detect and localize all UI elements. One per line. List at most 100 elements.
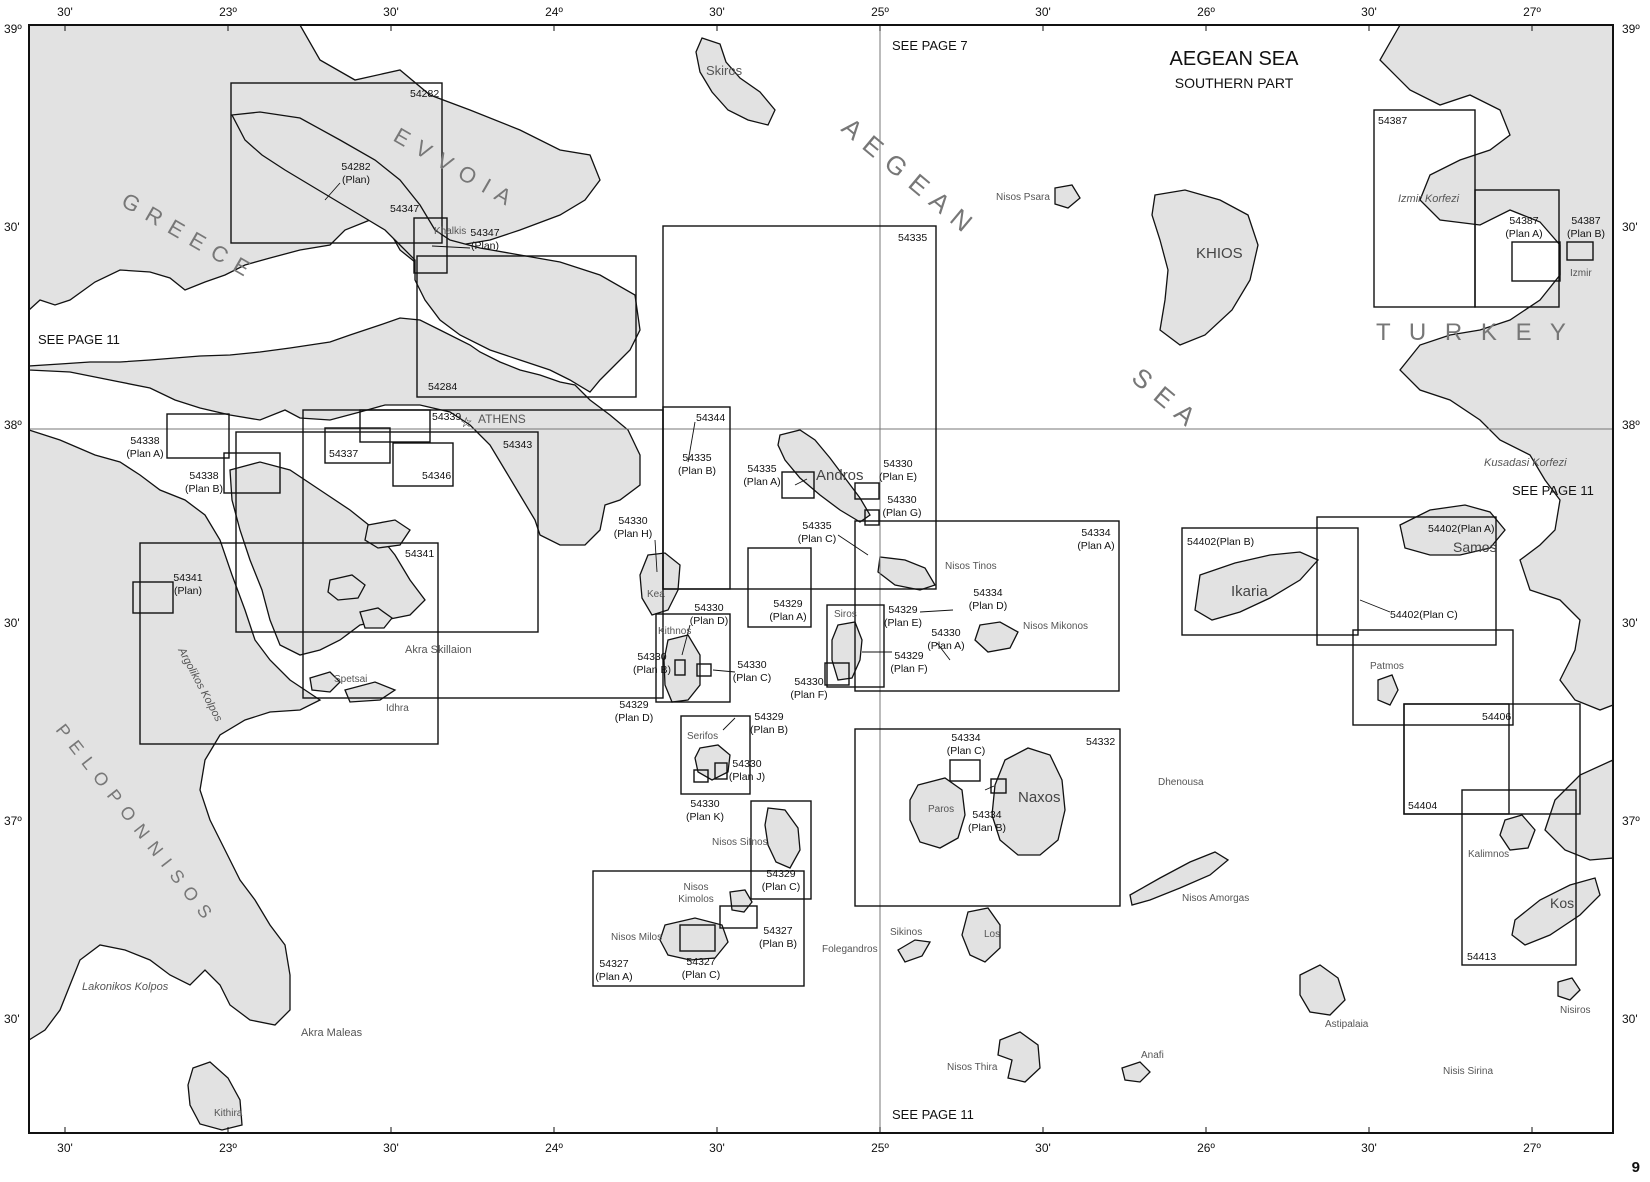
label-54335-planA[interactable]: 54335(Plan A)	[743, 463, 780, 488]
athens-star-icon: ☆	[460, 414, 473, 430]
box-54330-planJ[interactable]	[714, 762, 728, 780]
box-54327-planC[interactable]	[679, 924, 716, 952]
box-54332[interactable]	[854, 728, 1121, 907]
kalimnos-island	[1499, 814, 1536, 851]
label-54330-planK[interactable]: 54330(Plan K)	[686, 798, 724, 823]
label-54334-planD[interactable]: 54334(Plan D)	[969, 587, 1008, 612]
label-54406[interactable]: 54406	[1482, 711, 1511, 723]
label-54330-planF[interactable]: 54330(Plan F)	[790, 676, 827, 701]
box-54347-plan[interactable]	[413, 217, 448, 274]
label-54332[interactable]: 54332	[1086, 736, 1115, 748]
label-54344[interactable]: 54344	[696, 412, 725, 424]
label-54341[interactable]: 54341	[405, 548, 434, 560]
box-54329-planA[interactable]	[747, 547, 812, 628]
box-54327-planB[interactable]	[719, 905, 758, 929]
label-54330-planD[interactable]: 54330(Plan D)	[690, 602, 729, 627]
place-kos: Kos	[1550, 895, 1574, 911]
label-54330-planH[interactable]: 54330(Plan H)	[614, 515, 653, 540]
box-54330-planF[interactable]	[824, 662, 850, 686]
label-54338-planB[interactable]: 54338(Plan B)	[185, 470, 223, 495]
label-54282-plan[interactable]: 54282(Plan)	[341, 161, 370, 186]
label-54330-planB[interactable]: 54330(Plan B)	[633, 651, 671, 676]
box-54341[interactable]	[139, 542, 439, 745]
box-54337[interactable]	[324, 427, 391, 464]
label-54330-planJ[interactable]: 54330(Plan J)	[729, 758, 765, 783]
box-54402-planC[interactable]	[1352, 629, 1514, 726]
label-54329-planB[interactable]: 54329(Plan B)	[750, 711, 788, 736]
box-54413[interactable]	[1461, 789, 1577, 966]
label-54327-planB[interactable]: 54327(Plan B)	[759, 925, 797, 950]
box-54387-outer[interactable]	[1474, 189, 1560, 308]
label-54282[interactable]: 54282	[410, 88, 439, 100]
box-54334-planB[interactable]	[990, 778, 1007, 794]
label-54330-planE[interactable]: 54330(Plan E)	[879, 458, 917, 483]
box-54330-planG[interactable]	[864, 509, 880, 526]
box-54343[interactable]	[302, 409, 664, 699]
label-54334-planA[interactable]: 54334(Plan A)	[1077, 527, 1114, 552]
label-54330-planC[interactable]: 54330(Plan C)	[733, 659, 772, 684]
box-54330-planB[interactable]	[674, 659, 686, 676]
box-54346[interactable]	[392, 442, 454, 487]
label-54343[interactable]: 54343	[503, 439, 532, 451]
box-54329-planB[interactable]	[680, 715, 751, 795]
label-54335[interactable]: 54335	[898, 232, 927, 244]
box-54338-planB[interactable]	[223, 452, 281, 494]
idhra-island	[344, 681, 397, 703]
label-54330-planA[interactable]: 54330(Plan A)	[927, 627, 964, 652]
box-54334-planC[interactable]	[949, 759, 981, 782]
label-54387-planA[interactable]: 54387(Plan A)	[1505, 215, 1542, 240]
see-page-left[interactable]: SEE PAGE 11	[38, 332, 120, 347]
box-54329-planC[interactable]	[750, 800, 812, 900]
label-54402-planC[interactable]: 54402(Plan C)	[1390, 609, 1458, 621]
label-54387-planB[interactable]: 54387(Plan B)	[1567, 215, 1605, 240]
label-54346[interactable]: 54346	[422, 470, 451, 482]
box-54343-inner[interactable]	[235, 431, 539, 633]
box-54387-planB[interactable]	[1566, 241, 1594, 261]
label-54402-planA[interactable]: 54402(Plan A)	[1428, 523, 1495, 535]
label-54335-planC[interactable]: 54335(Plan C)	[798, 520, 837, 545]
label-54337[interactable]: 54337	[329, 448, 358, 460]
box-54334-planA[interactable]	[854, 520, 1120, 692]
label-54335-planB[interactable]: 54335(Plan B)	[678, 452, 716, 477]
label-54404[interactable]: 54404	[1408, 800, 1437, 812]
box-54402-planB[interactable]	[1181, 527, 1359, 636]
label-54347[interactable]: 54347	[390, 203, 419, 215]
label-54334-planB[interactable]: 54334(Plan B)	[968, 809, 1006, 834]
box-54330-planE[interactable]	[854, 482, 880, 500]
box-54329-planE[interactable]	[826, 604, 885, 688]
box-54284[interactable]	[416, 255, 637, 398]
box-54335-planA[interactable]	[781, 471, 815, 499]
see-page-bottom[interactable]: SEE PAGE 11	[892, 1107, 974, 1122]
box-54327-planA[interactable]	[592, 870, 805, 987]
label-54330-planG[interactable]: 54330(Plan G)	[882, 494, 921, 519]
label-54329-planA[interactable]: 54329(Plan A)	[769, 598, 806, 623]
label-54327-planA[interactable]: 54327(Plan A)	[595, 958, 632, 983]
box-54341-plan[interactable]	[132, 581, 174, 614]
label-54347-plan[interactable]: 54347(Plan)	[470, 227, 499, 252]
box-54387-planA[interactable]	[1511, 241, 1561, 282]
label-54284[interactable]: 54284	[428, 381, 457, 393]
box-54330-planD[interactable]	[655, 613, 731, 703]
box-54330-planK[interactable]	[693, 769, 709, 783]
see-page-right[interactable]: SEE PAGE 11	[1512, 483, 1594, 498]
label-54339[interactable]: 54339	[432, 411, 461, 423]
label-54329-planD[interactable]: 54329(Plan D)	[615, 699, 654, 724]
latitude-label-left: 37º	[4, 814, 22, 828]
skiros-island	[695, 37, 776, 126]
box-54330-planC[interactable]	[696, 663, 712, 677]
label-54329-planE[interactable]: 54329(Plan E)	[884, 604, 922, 629]
label-54329-planC[interactable]: 54329(Plan C)	[762, 868, 801, 893]
label-54402-planB[interactable]: 54402(Plan B)	[1187, 536, 1254, 548]
box-54402-planA[interactable]	[1316, 516, 1497, 646]
box-54404[interactable]	[1403, 703, 1510, 815]
label-54413[interactable]: 54413	[1467, 951, 1496, 963]
label-54327-planC[interactable]: 54327(Plan C)	[682, 956, 721, 981]
label-54387[interactable]: 54387	[1378, 115, 1407, 127]
box-54282[interactable]	[230, 82, 443, 244]
label-54329-planF[interactable]: 54329(Plan F)	[890, 650, 927, 675]
label-54334-planC[interactable]: 54334(Plan C)	[947, 732, 986, 757]
label-54341-plan[interactable]: 54341(Plan)	[173, 572, 202, 597]
box-54338-planA[interactable]	[166, 413, 230, 459]
see-page-top[interactable]: SEE PAGE 7	[892, 38, 968, 53]
label-54338-planA[interactable]: 54338(Plan A)	[126, 435, 163, 460]
